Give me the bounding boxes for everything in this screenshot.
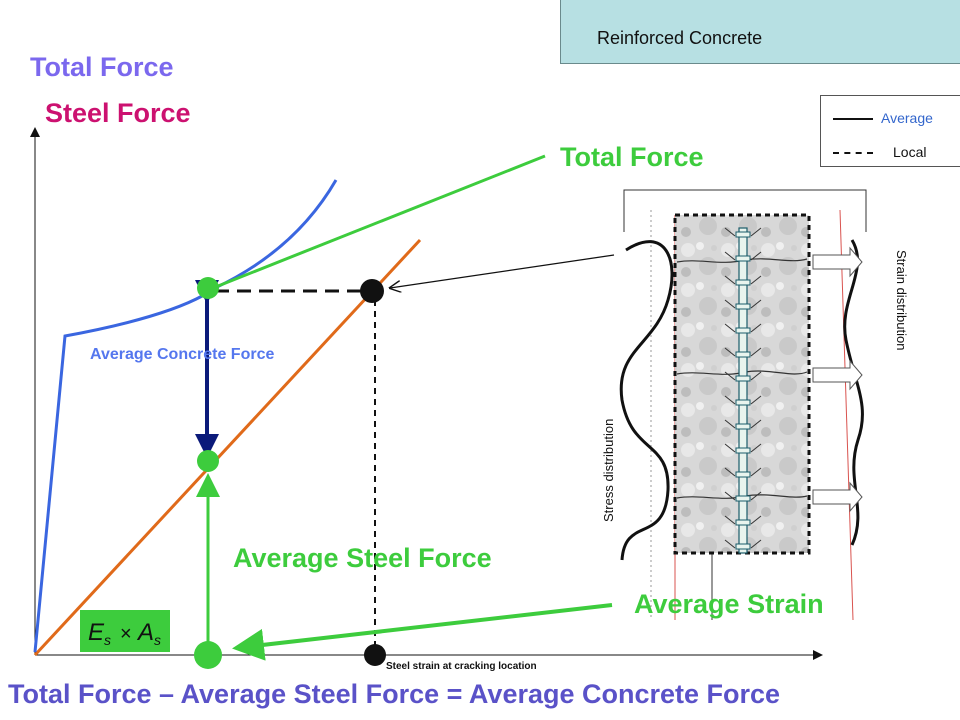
local-total-force-curve xyxy=(33,179,338,653)
internal-crack xyxy=(724,467,736,477)
internal-crack xyxy=(724,491,736,501)
legend-local-label: Local xyxy=(893,144,927,160)
rebar-rib xyxy=(735,471,751,478)
rebar-bar xyxy=(738,227,748,554)
concrete-element-figure: Stress distribution Strain distribution xyxy=(601,189,909,621)
rebar-rib xyxy=(735,543,751,550)
stress-distribution-curve xyxy=(619,240,674,561)
outline-arrow-icon xyxy=(812,246,863,278)
rebar-rib xyxy=(735,423,751,430)
title-box: Reinforced Concrete xyxy=(560,0,960,64)
rebar-rib xyxy=(735,495,751,502)
internal-crack xyxy=(724,395,736,405)
internal-crack xyxy=(724,347,736,357)
internal-crack xyxy=(724,251,736,261)
total-force-axis-label: Total Force xyxy=(30,52,174,82)
outline-arrow-icon xyxy=(812,359,863,391)
formula-es: Es xyxy=(88,619,111,648)
average-steel-force-point xyxy=(197,450,219,472)
rebar-rib xyxy=(735,351,751,358)
rebar-rib xyxy=(735,519,751,526)
internal-crack xyxy=(750,515,762,525)
internal-crack xyxy=(750,299,762,309)
element-frame xyxy=(623,189,867,232)
legend-local-line-icon xyxy=(833,152,873,154)
average-strain-label: Average Strain xyxy=(634,589,824,619)
internal-crack xyxy=(750,491,762,501)
total-force-point xyxy=(197,277,219,299)
internal-crack xyxy=(750,251,762,261)
total-force-curve-label: Total Force xyxy=(560,142,704,172)
steel-force-line xyxy=(33,238,422,657)
internal-crack xyxy=(750,347,762,357)
internal-crack xyxy=(750,275,762,285)
pointer-arrow xyxy=(390,254,615,288)
average-steel-force-label: Average Steel Force xyxy=(233,543,492,573)
outline-arrow-icon xyxy=(812,481,863,513)
internal-crack xyxy=(750,539,762,549)
formula-as: As xyxy=(136,619,161,648)
rebar-rib xyxy=(735,447,751,454)
internal-crack xyxy=(750,323,762,333)
internal-crack xyxy=(724,443,736,453)
formula-box xyxy=(80,610,170,652)
steel-strain-cracking-label: Steel strain at cracking location xyxy=(386,661,537,672)
legend-average-label: Average xyxy=(881,110,933,126)
average-concrete-force-label: Average Concrete Force xyxy=(90,346,275,363)
internal-crack xyxy=(724,299,736,309)
title-text: Reinforced Concrete xyxy=(597,28,763,48)
legend-average-line-icon xyxy=(833,118,873,120)
internal-crack xyxy=(750,371,762,381)
internal-crack xyxy=(724,275,736,285)
legend: Average Local xyxy=(820,95,960,167)
rebar-rib xyxy=(735,279,751,286)
rebar-rib xyxy=(735,399,751,406)
total-force-line xyxy=(207,154,546,292)
internal-crack xyxy=(724,323,736,333)
internal-crack xyxy=(750,395,762,405)
rebar-rib xyxy=(735,327,751,334)
steel-force-axis-label: Steel Force xyxy=(45,98,191,128)
internal-crack xyxy=(724,419,736,429)
strain-mean-line xyxy=(839,209,854,621)
internal-crack xyxy=(750,467,762,477)
rebar-rib xyxy=(735,231,751,238)
internal-crack xyxy=(750,419,762,429)
internal-crack xyxy=(724,371,736,381)
average-strain-arrow xyxy=(232,603,613,661)
rebar-rib xyxy=(735,375,751,382)
internal-crack xyxy=(750,227,762,237)
stress-distribution-label: Stress distribution xyxy=(601,419,616,522)
internal-crack xyxy=(724,539,736,549)
average-strain-point xyxy=(194,641,222,669)
cracking-strain-point xyxy=(364,644,386,666)
rebar xyxy=(724,227,762,554)
internal-crack xyxy=(750,443,762,453)
internal-crack xyxy=(724,227,736,237)
rebar-rib xyxy=(735,303,751,310)
crack-opening-arrows xyxy=(812,246,863,513)
equation-text: Total Force – Average Steel Force = Aver… xyxy=(8,679,781,709)
formula-times: × xyxy=(120,623,132,645)
rebar-rib xyxy=(735,255,751,262)
internal-crack xyxy=(724,515,736,525)
strain-distribution-label: Strain distribution xyxy=(894,250,909,350)
cracking-force-point xyxy=(360,279,384,303)
